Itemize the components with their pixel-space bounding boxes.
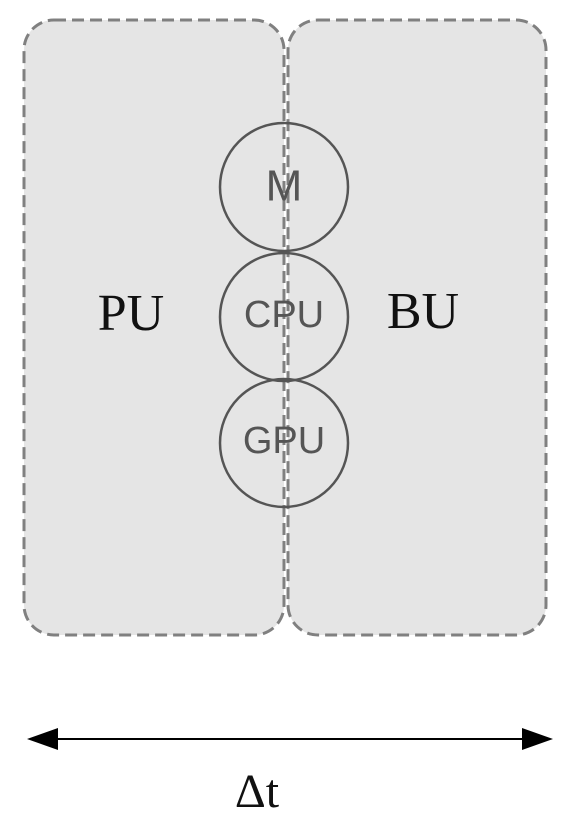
node-cpu-label: CPU [244,294,324,336]
node-m-circle [218,121,350,253]
pu-region [22,18,286,637]
time-arrow-right-head [522,728,553,750]
node-cpu-circle [218,251,350,383]
node-m-label: M [266,162,303,211]
time-arrow-left-head [27,728,58,750]
bu-label: BU [387,283,459,340]
bu-region [286,18,548,637]
pu-label: PU [98,285,164,342]
node-gpu-label: GPU [243,420,325,462]
delta-t-label: Δt [235,765,280,818]
node-gpu-circle [218,377,350,509]
